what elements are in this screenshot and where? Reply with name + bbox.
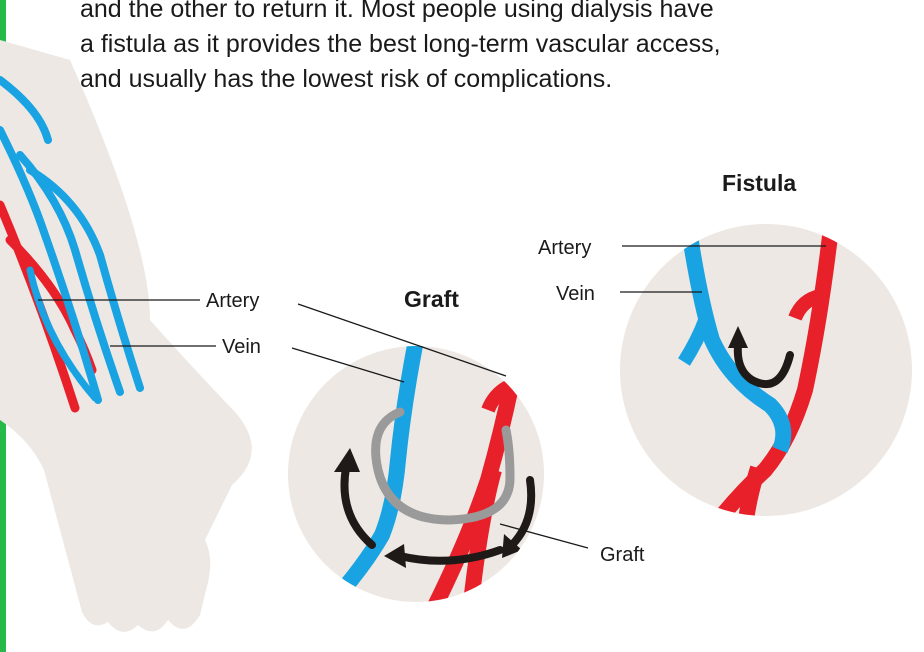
fistula-title: Fistula	[722, 170, 796, 196]
fistula-vein-label: Vein	[556, 283, 595, 305]
arm-vein-label: Vein	[222, 336, 261, 358]
fistula-panel	[620, 224, 912, 528]
graft-label: Graft	[600, 544, 645, 566]
graft-panel	[288, 330, 544, 612]
fistula-artery-label: Artery	[538, 237, 591, 259]
graft-title: Graft	[404, 286, 459, 312]
arm-illustration	[0, 40, 252, 632]
arm-artery-label: Artery	[206, 290, 259, 312]
